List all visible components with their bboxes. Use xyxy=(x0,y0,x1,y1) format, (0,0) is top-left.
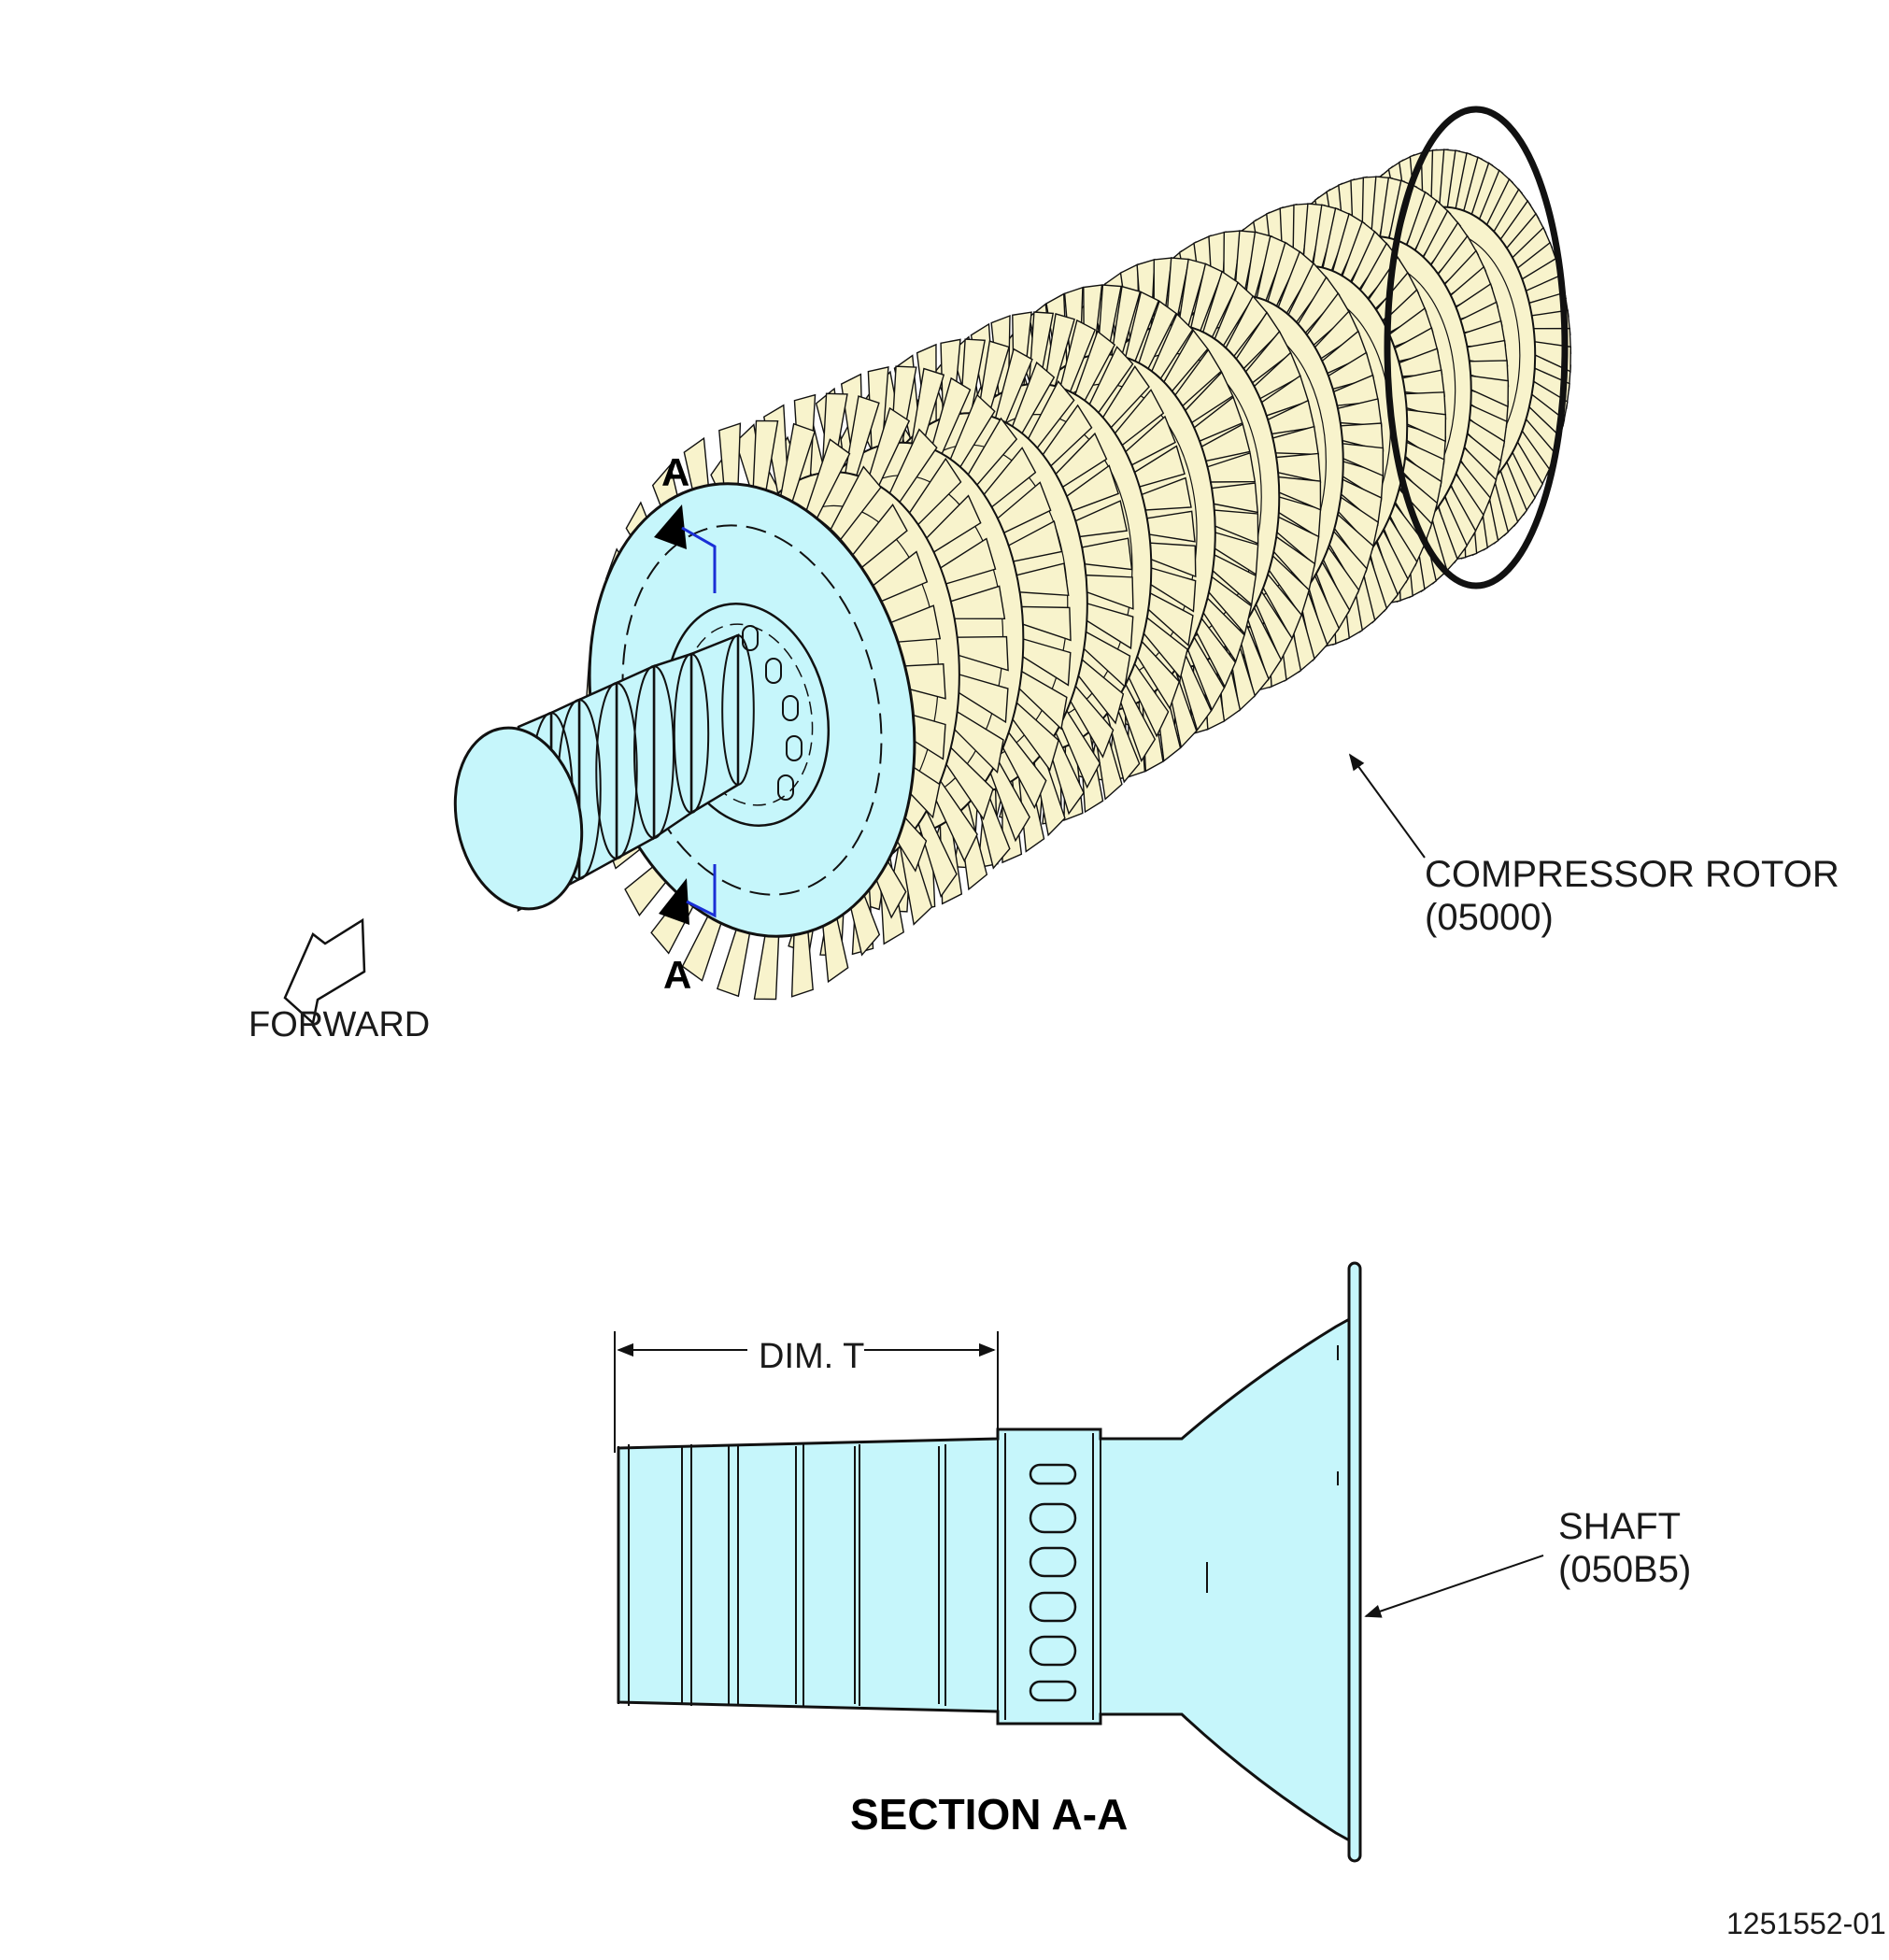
shaft-label: SHAFT xyxy=(1558,1506,1682,1547)
section-a-a-view xyxy=(614,1261,1544,1863)
figure-number: 1251552-01 xyxy=(1726,1907,1886,1940)
shaft-step xyxy=(577,681,618,882)
compressor-rotor-label: COMPRESSOR ROTOR xyxy=(1425,854,1839,895)
aft-drum-ring xyxy=(1384,106,1569,589)
shaft-flange xyxy=(1347,1261,1362,1863)
shaft-grooves xyxy=(618,1433,1101,1720)
shaft-end-face xyxy=(453,726,584,911)
shaft-leader-line xyxy=(1364,1555,1544,1618)
rotor-leader-line xyxy=(1348,753,1426,859)
forward-shaft-isometric xyxy=(453,633,755,912)
forward-arrow-icon xyxy=(283,917,366,1026)
section-marker-bottom: A xyxy=(663,953,692,997)
shaft-step-edge xyxy=(595,682,638,859)
forward-label: FORWARD xyxy=(249,1005,431,1044)
section-cut-markers xyxy=(654,504,717,925)
section-title: SECTION A-A xyxy=(850,1790,1129,1839)
dim-t-dimension xyxy=(614,1331,999,1453)
shaft-step-edge xyxy=(673,653,710,814)
compressor-rotor-isometric xyxy=(283,106,1572,1026)
compressor-rotor-part-number: (05000) xyxy=(1425,897,1554,938)
disk-slots xyxy=(742,625,802,801)
shaft-slots xyxy=(1029,1463,1077,1702)
shaft-part-number: (050B5) xyxy=(1558,1549,1692,1590)
rotor-blade-stages xyxy=(586,106,1572,1001)
section-marker-top: A xyxy=(661,450,690,494)
shaft-step-edge xyxy=(721,634,755,786)
dim-t-label: DIM. T xyxy=(759,1337,865,1376)
shaft-step-edge xyxy=(633,665,675,839)
